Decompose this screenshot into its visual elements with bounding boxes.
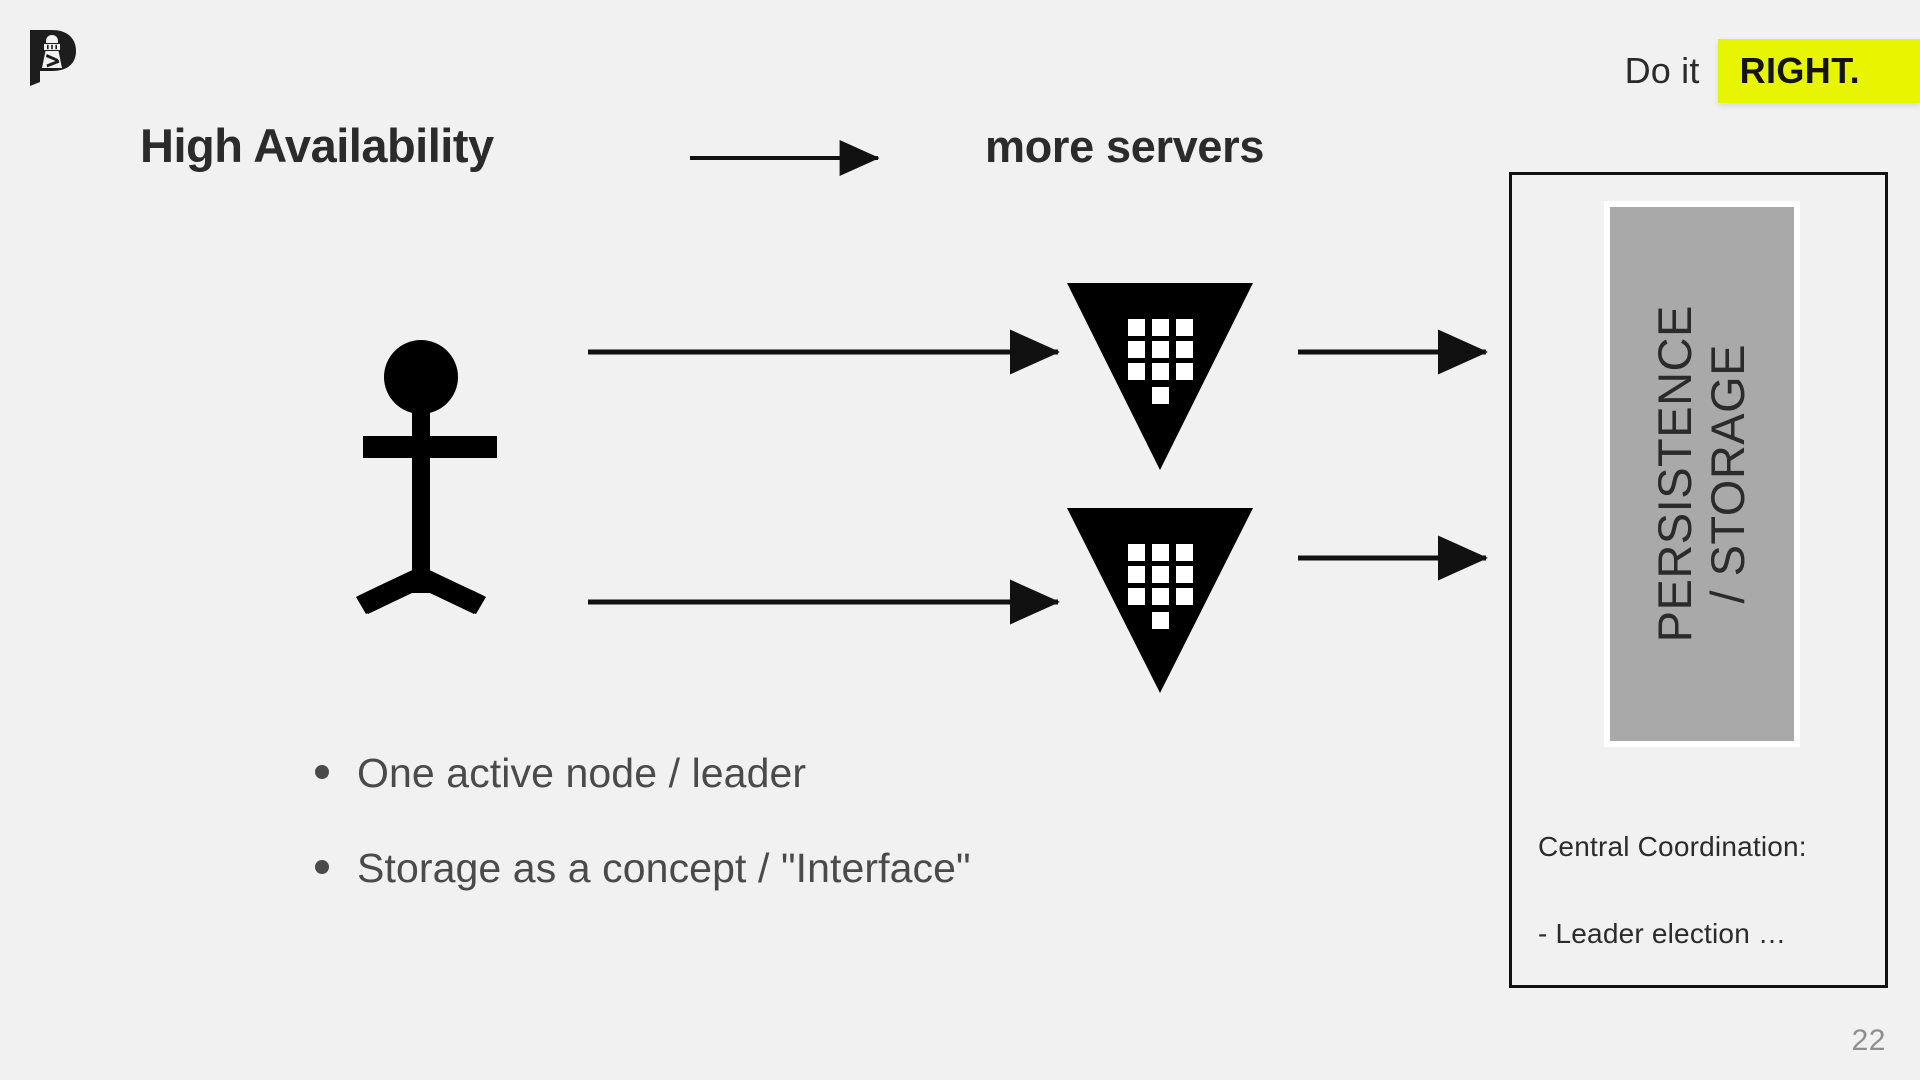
server-node-1 xyxy=(1067,283,1253,470)
lighthouse-p-logo xyxy=(22,24,86,88)
tagline-plain-text: Do it xyxy=(1624,50,1700,91)
bullet-text: Storage as a concept / "Interface" xyxy=(357,845,971,892)
header-tagline: Do it RIGHT. xyxy=(1624,39,1920,103)
list-item: Storage as a concept / "Interface" xyxy=(315,845,1275,892)
page-title: High Availability xyxy=(140,119,494,172)
stick-figure-user xyxy=(356,340,497,614)
title-subtitle: more servers xyxy=(985,121,1265,172)
bullet-dot-icon xyxy=(315,860,329,875)
server-node-2 xyxy=(1067,508,1253,693)
central-coordination-item: - Leader election … xyxy=(1538,918,1787,949)
server-triangle-icon xyxy=(1128,544,1193,629)
storage-box: PERSISTENCE / STORAGE xyxy=(1604,201,1800,747)
bullet-list: One active node / leader Storage as a co… xyxy=(315,750,1275,940)
server-triangle-icon xyxy=(1128,319,1193,404)
tagline-highlight-text: RIGHT. xyxy=(1717,39,1920,103)
bullet-dot-icon xyxy=(315,765,329,779)
storage-label: PERSISTENCE / STORAGE xyxy=(1648,305,1754,643)
list-item: One active node / leader xyxy=(315,750,1275,797)
central-coordination-heading: Central Coordination: xyxy=(1538,831,1807,862)
page-number: 22 xyxy=(1851,1024,1886,1057)
storage-label-line-1: PERSISTENCE xyxy=(1648,305,1702,643)
storage-label-line-2: / STORAGE xyxy=(1701,344,1754,604)
storage-panel: PERSISTENCE / STORAGE Central Coordinati… xyxy=(1509,172,1888,988)
bullet-text: One active node / leader xyxy=(357,750,807,796)
